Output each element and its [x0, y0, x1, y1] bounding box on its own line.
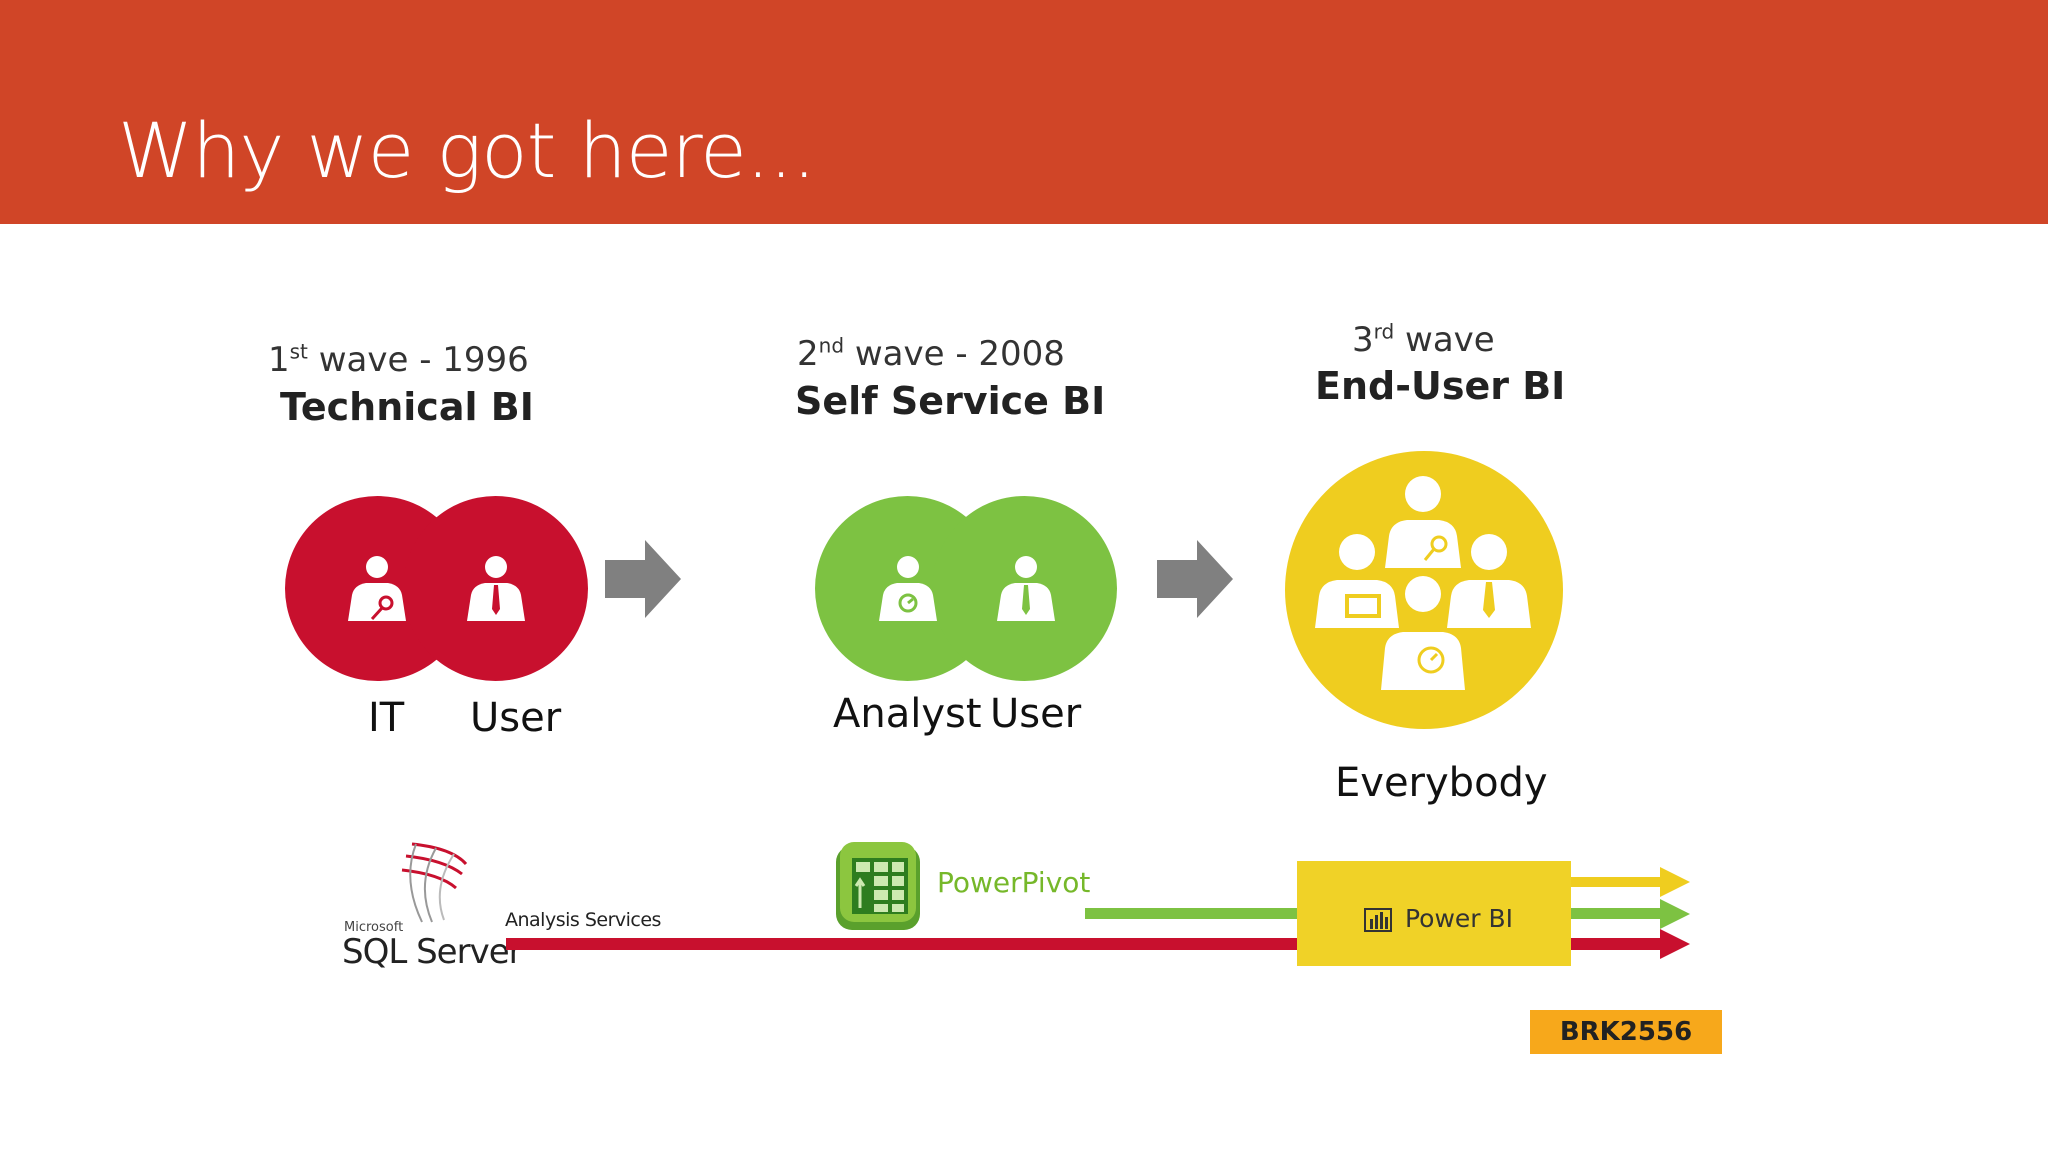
powerpivot-label: PowerPivot	[937, 866, 1091, 899]
wave-1-text: wave - 1996	[307, 340, 529, 380]
wave-3-label: 3rd wave	[1352, 320, 1495, 360]
power-bi-box	[1297, 861, 1571, 966]
label-analyst: Analyst	[833, 691, 982, 737]
label-user-2: User	[990, 691, 1082, 737]
session-code-badge: BRK2556	[1530, 1010, 1722, 1054]
green-arrowhead-icon	[1660, 899, 1690, 929]
slide-title: Why we got here...	[118, 106, 816, 195]
wave-1-ordinal-suffix: st	[289, 339, 308, 364]
right-arrow-icon-1	[605, 540, 681, 618]
red-arrowhead-icon	[1660, 929, 1690, 959]
wave-1-name: Technical BI	[280, 385, 534, 429]
wave-2-ordinal: 2	[797, 334, 819, 374]
yellow-arrowhead-icon	[1660, 867, 1690, 897]
user-person-icon-green	[997, 556, 1055, 621]
label-everybody: Everybody	[1335, 760, 1548, 806]
everybody-group-icon	[1315, 476, 1531, 690]
sql-server-name: SQL Server	[342, 932, 523, 972]
label-user-1: User	[470, 695, 562, 741]
label-it: IT	[368, 695, 405, 741]
wave-1-label: 1st wave - 1996	[268, 340, 529, 380]
wave-1-ordinal: 1	[268, 340, 290, 380]
wave-3-ordinal-suffix: rd	[1373, 319, 1395, 344]
powerpivot-logo-icon	[836, 842, 920, 930]
wave-3-name: End-User BI	[1315, 364, 1566, 408]
sql-server-brand: Microsoft	[344, 920, 404, 935]
it-person-icon	[348, 556, 406, 621]
analysis-services-label: Analysis Services	[505, 909, 661, 931]
wave-2-ordinal-suffix: nd	[818, 333, 845, 358]
wave-2-name: Self Service BI	[795, 379, 1106, 423]
sql-server-logo-icon	[401, 842, 468, 923]
wave-2-text: wave - 2008	[844, 334, 1065, 374]
right-arrow-icon-2	[1157, 540, 1233, 618]
user-person-icon-red	[467, 556, 525, 621]
wave-3-text: wave	[1394, 320, 1495, 360]
timeline-yellow-bar	[1570, 877, 1666, 887]
header-band	[0, 0, 2048, 224]
analyst-person-icon	[879, 556, 937, 621]
sql-server-logo: Microsoft SQL Server	[340, 840, 523, 972]
power-bi-label: Power BI	[1405, 904, 1514, 933]
wave-3-ordinal: 3	[1352, 320, 1374, 360]
power-bi-logo-icon	[1364, 908, 1392, 932]
wave-2-label: 2nd wave - 2008	[797, 334, 1065, 374]
